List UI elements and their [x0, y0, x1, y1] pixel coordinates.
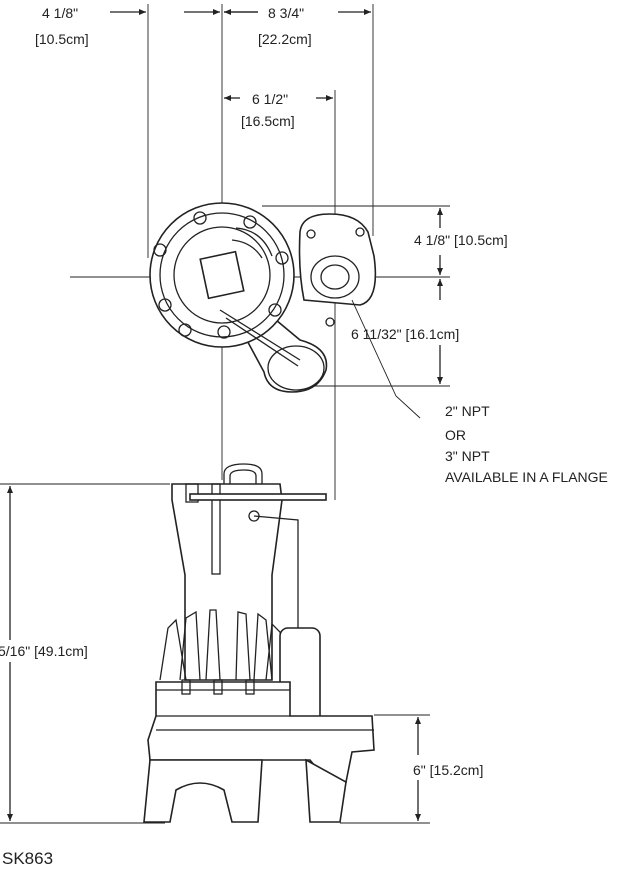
note-line-4: AVAILABLE IN A FLANGE — [445, 469, 608, 485]
dim-middle-cm: [16.5cm] — [241, 113, 295, 129]
pump-top-view — [149, 202, 377, 393]
pump-side-view — [143, 463, 375, 823]
dim-right-upper: 4 1/8" [10.5cm] — [414, 232, 508, 248]
dim-top-right-in: 8 3/4" — [268, 5, 304, 21]
right-dimension-lines — [262, 205, 450, 387]
note-line-2: OR — [445, 427, 466, 443]
note-line-3: 3" NPT — [445, 448, 490, 464]
dim-top-right-cm: [22.2cm] — [258, 31, 312, 47]
dim-right-lower: 6 11/32" [16.1cm] — [351, 326, 459, 342]
dim-height-base: 6" [15.2cm] — [413, 762, 483, 778]
dim-height-total: 5/16" [49.1cm] — [0, 643, 88, 659]
side-dimension-lines — [0, 483, 430, 824]
dim-middle-in: 6 1/2" — [252, 91, 288, 107]
dim-top-left-cm: [10.5cm] — [35, 31, 89, 47]
dim-top-left-in: 4 1/8" — [42, 5, 78, 21]
discharge-leader — [351, 299, 421, 419]
note-line-1: 2" NPT — [445, 403, 490, 419]
model-label: SK863 — [2, 849, 53, 868]
